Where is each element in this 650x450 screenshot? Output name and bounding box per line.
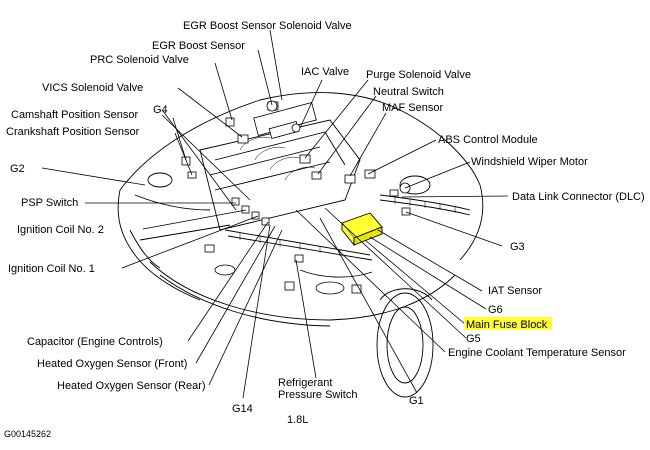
label-refrigerant: Refrigerant (278, 377, 332, 389)
label-g14: G14 (232, 403, 253, 415)
label-heated-oxygen-sensor-front: Heated Oxygen Sensor (Front) (37, 358, 187, 370)
label-g3: G3 (510, 241, 525, 253)
label-neutral-switch: Neutral Switch (373, 86, 444, 98)
label-heated-oxygen-sensor-rear: Heated Oxygen Sensor (Rear) (57, 380, 206, 392)
label-egr-boost-sensor-solenoid-valve: EGR Boost Sensor Solenoid Valve (183, 20, 352, 32)
label-engine-coolant-temperature-sensor: Engine Coolant Temperature Sensor (448, 347, 626, 359)
label-g2: G2 (10, 163, 25, 175)
vehicle-outline (117, 92, 484, 398)
label-g5: G5 (466, 333, 481, 345)
label-pressure-switch: Pressure Switch (278, 389, 357, 401)
label-data-link-connector: Data Link Connector (DLC) (512, 191, 645, 203)
label-ignition-coil-2: Ignition Coil No. 2 (17, 224, 104, 236)
component-labels: EGR Boost Sensor Solenoid Valve EGR Boos… (4, 20, 645, 439)
label-g1: G1 (409, 395, 424, 407)
leader-lines (41, 29, 509, 399)
label-maf-sensor: MAF Sensor (382, 102, 443, 114)
label-g4: G4 (153, 104, 168, 116)
label-prc-solenoid-valve: PRC Solenoid Valve (90, 54, 189, 66)
label-engine-size: 1.8L (287, 414, 308, 426)
label-g6: G6 (488, 304, 503, 316)
label-figure-id: G00145262 (4, 429, 51, 439)
label-crankshaft-position-sensor: Crankshaft Position Sensor (6, 126, 140, 138)
label-iac-valve: IAC Valve (301, 66, 349, 78)
label-egr-boost-sensor: EGR Boost Sensor (152, 40, 245, 52)
label-ignition-coil-1: Ignition Coil No. 1 (8, 263, 95, 275)
label-iat-sensor: IAT Sensor (488, 285, 542, 297)
label-abs-control-module: ABS Control Module (438, 134, 538, 146)
label-vics-solenoid-valve: VICS Solenoid Valve (42, 82, 143, 94)
fuse-block-label-highlight (464, 317, 552, 330)
label-purge-solenoid-valve: Purge Solenoid Valve (366, 69, 471, 81)
label-capacitor: Capacitor (Engine Controls) (27, 336, 163, 348)
main-fuse-block-component (341, 212, 383, 247)
label-psp-switch: PSP Switch (21, 197, 78, 209)
label-windshield-wiper-motor: Windshield Wiper Motor (471, 156, 588, 168)
label-main-fuse-block: Main Fuse Block (466, 319, 548, 331)
label-camshaft-position-sensor: Camshaft Position Sensor (11, 109, 139, 121)
